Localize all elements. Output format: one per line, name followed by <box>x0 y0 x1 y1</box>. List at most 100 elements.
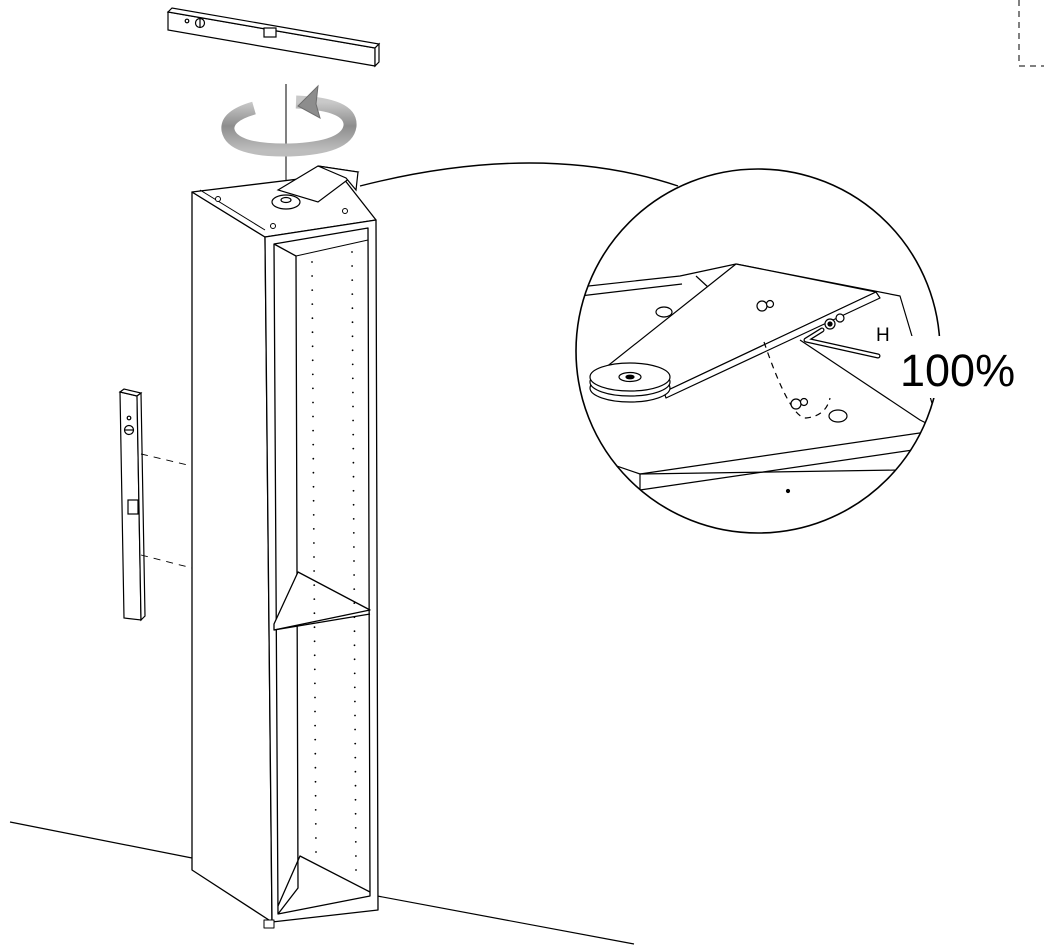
rotation-arrow-icon <box>221 84 357 157</box>
pin-hole <box>352 503 355 506</box>
pin-hole <box>311 261 313 263</box>
pin-hole <box>312 485 315 488</box>
pin-hole <box>353 672 356 675</box>
pin-hole <box>311 317 314 320</box>
pin-hole <box>311 289 314 291</box>
pin-hole <box>354 700 356 703</box>
pin-hole <box>354 728 356 731</box>
pin-hole <box>314 794 317 797</box>
pin-hole <box>352 391 354 394</box>
pin-hole <box>312 471 315 474</box>
pin-hole <box>355 869 357 871</box>
pin-hole <box>353 560 355 562</box>
pin-hole <box>354 770 357 773</box>
pin-hole <box>353 602 356 604</box>
pin-hole <box>351 279 354 281</box>
pin-hole <box>312 443 315 446</box>
pin-hole <box>312 401 314 404</box>
pin-hole <box>353 546 355 548</box>
pin-hole <box>312 499 315 502</box>
pin-hole <box>314 780 317 783</box>
pin-hole <box>354 827 357 829</box>
pin-hole <box>313 654 316 657</box>
pin-hole <box>353 616 356 619</box>
pin-hole <box>311 331 314 334</box>
pin-hole <box>353 644 356 647</box>
pin-hole <box>313 556 315 558</box>
pin-hole <box>351 363 354 366</box>
bookcase-cabinet <box>191 173 379 929</box>
pin-hole <box>313 598 316 600</box>
pin-hole <box>351 349 354 352</box>
pin-hole <box>313 542 315 544</box>
pin-hole <box>351 377 354 380</box>
pin-hole <box>353 574 355 576</box>
pin-hole <box>313 570 315 572</box>
spirit-level-vertical <box>118 388 146 622</box>
pin-hole <box>313 626 316 629</box>
pin-hole <box>351 321 354 324</box>
pin-hole <box>314 682 316 685</box>
pin-hole <box>351 335 354 338</box>
pin-hole <box>352 475 355 478</box>
pin-hole <box>353 588 356 590</box>
scale-label: 100% <box>900 345 1015 396</box>
pin-hole <box>312 415 314 418</box>
pin-hole <box>315 851 317 853</box>
pin-hole <box>354 812 357 815</box>
pin-hole <box>352 489 355 492</box>
pin-hole <box>311 345 314 348</box>
pin-hole <box>353 630 356 633</box>
spirit-level-horizontal <box>166 7 381 68</box>
pin-hole <box>314 752 317 755</box>
pin-hole <box>313 640 316 643</box>
pin-hole <box>351 307 354 310</box>
allen-key-label: H <box>876 325 890 346</box>
pin-hole <box>311 373 314 376</box>
pin-hole <box>352 419 354 422</box>
pin-hole <box>312 528 315 530</box>
pin-hole <box>354 714 356 717</box>
pin-hole <box>315 837 317 839</box>
pin-hole <box>352 461 355 464</box>
corner-mark <box>1018 0 1044 67</box>
pin-hole <box>352 433 355 436</box>
pin-hole <box>314 766 317 769</box>
pin-hole <box>314 696 316 699</box>
pin-hole <box>313 612 316 615</box>
pin-hole <box>311 359 314 362</box>
floor-lines <box>9 821 635 945</box>
pin-hole <box>312 457 315 460</box>
pin-hole <box>314 724 316 727</box>
pin-hole <box>312 429 314 432</box>
pin-hole <box>352 447 355 450</box>
pin-hole <box>314 809 317 811</box>
pin-hole <box>312 387 314 390</box>
pin-hole <box>312 514 315 516</box>
level-guide-lines <box>140 453 193 569</box>
wall-bracket <box>271 165 360 210</box>
pin-hole <box>354 742 357 745</box>
pin-hole <box>314 738 317 741</box>
pin-hole <box>352 405 354 408</box>
pin-hole <box>313 584 316 586</box>
pin-hole <box>355 855 357 857</box>
pin-hole <box>351 265 353 267</box>
pin-hole <box>352 532 355 534</box>
pin-hole <box>351 251 353 253</box>
pin-hole <box>354 841 357 843</box>
pin-hole <box>354 784 357 787</box>
pin-hole <box>311 303 314 305</box>
pin-hole <box>351 293 354 295</box>
pin-hole <box>314 823 317 825</box>
pin-hole <box>353 686 356 689</box>
pin-hole <box>313 668 316 671</box>
detail-zoom-circle <box>575 168 1032 534</box>
callout-connector-line <box>359 162 679 187</box>
pin-hole <box>354 798 357 801</box>
pin-hole <box>311 275 313 277</box>
pin-hole <box>352 518 355 520</box>
pin-hole <box>353 658 356 661</box>
pin-hole <box>354 756 357 759</box>
